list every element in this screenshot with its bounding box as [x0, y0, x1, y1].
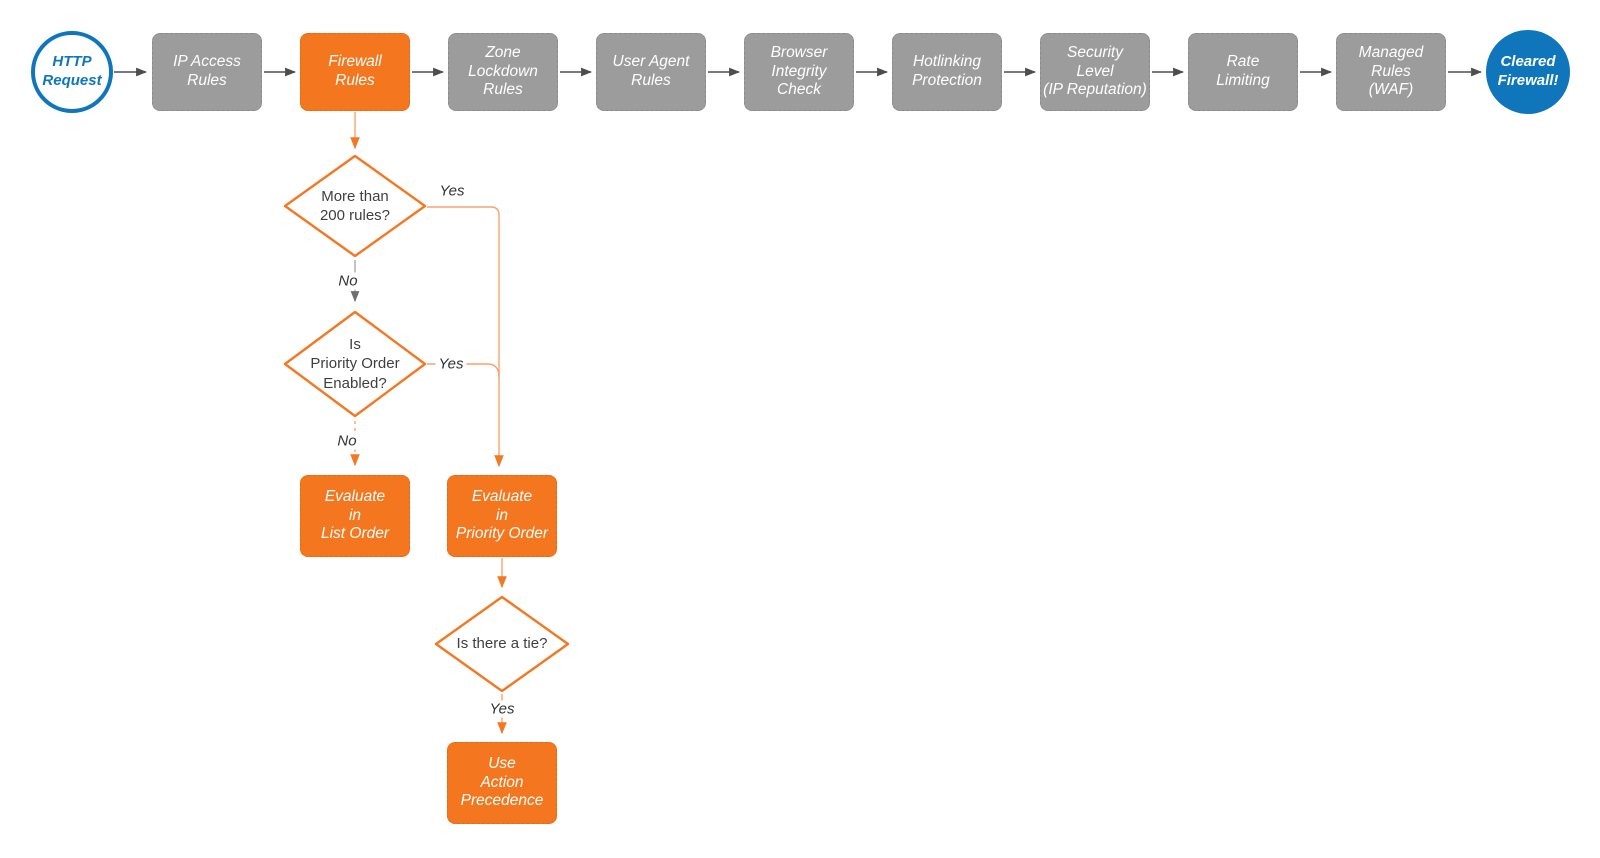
node-http-request: HTTP Request	[31, 31, 113, 113]
node-security-level: Security Level (IP Reputation)	[1040, 33, 1150, 111]
node-label: Firewall Rules	[328, 53, 382, 89]
decision-label: Is there a tie?	[456, 635, 548, 653]
node-label: Managed Rules (WAF)	[1358, 43, 1424, 99]
node-user-agent-rules: User Agent Rules	[596, 33, 706, 111]
node-label: Evaluate in Priority Order	[455, 487, 549, 543]
edge-label-no-2: No	[334, 432, 360, 450]
node-label: User Agent Rules	[612, 53, 690, 89]
diamond-shape	[283, 154, 427, 258]
decision-label: Is Priority Order Enabled?	[310, 335, 400, 392]
node-label: IP Access Rules	[173, 53, 241, 89]
node-label: Hotlinking Protection	[912, 53, 982, 89]
edge-label-yes-2: Yes	[435, 355, 467, 373]
node-label: Zone Lockdown Rules	[468, 43, 538, 99]
node-managed-rules-waf: Managed Rules (WAF)	[1336, 33, 1446, 111]
node-firewall-rules: Firewall Rules	[300, 33, 410, 111]
node-rate-limiting: Rate Limiting	[1188, 33, 1298, 111]
diamond-shape	[283, 310, 427, 418]
node-hotlinking-protection: Hotlinking Protection	[892, 33, 1002, 111]
diamond-shape	[434, 595, 570, 693]
node-label: Evaluate in List Order	[320, 487, 390, 543]
decision-is-there-a-tie: Is there a tie?	[434, 595, 570, 693]
node-label: Rate Limiting	[1216, 53, 1270, 89]
decision-label: More than 200 rules?	[319, 187, 391, 225]
decision-more-than-200-rules: More than 200 rules?	[283, 154, 427, 258]
node-ip-access-rules: IP Access Rules	[152, 33, 262, 111]
node-browser-integrity-check: Browser Integrity Check	[744, 33, 854, 111]
node-evaluate-in-list-order: Evaluate in List Order	[300, 475, 410, 557]
edge-label-no-1: No	[335, 272, 361, 290]
node-label: Browser Integrity Check	[770, 43, 828, 99]
node-cleared-firewall: Cleared Firewall!	[1486, 30, 1570, 114]
edge-label-yes-3: Yes	[486, 700, 518, 718]
node-label: Security Level (IP Reputation)	[1043, 43, 1147, 99]
node-label: Use Action Precedence	[460, 754, 544, 810]
decision-priority-order-enabled: Is Priority Order Enabled?	[283, 310, 427, 418]
node-label: HTTP Request	[42, 53, 102, 89]
node-zone-lockdown-rules: Zone Lockdown Rules	[448, 33, 558, 111]
node-evaluate-in-priority-order: Evaluate in Priority Order	[447, 475, 557, 557]
edge-label-yes-1: Yes	[436, 182, 468, 200]
node-label: Cleared Firewall!	[1497, 53, 1559, 89]
node-use-action-precedence: Use Action Precedence	[447, 742, 557, 824]
